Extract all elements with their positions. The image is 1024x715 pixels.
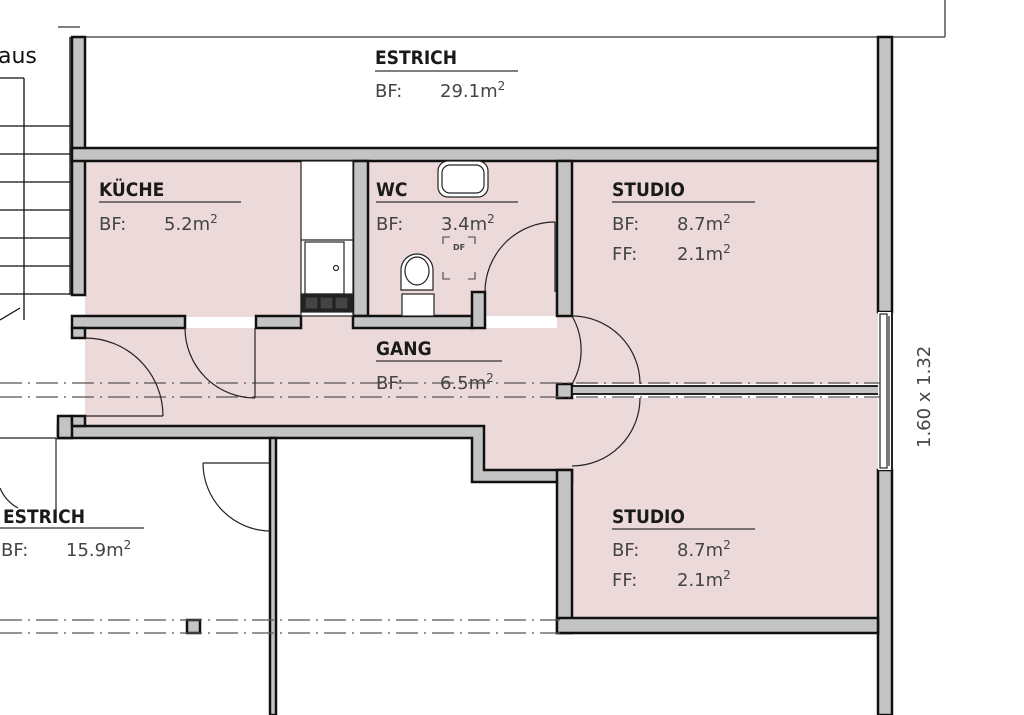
room-ff-value: 2.1m2 xyxy=(677,242,731,265)
room-area-value: 8.7m2 xyxy=(677,538,731,561)
room-name: WC xyxy=(376,179,407,201)
room-area-value: 3.4m2 xyxy=(441,212,495,235)
room-area-key: BF: xyxy=(1,540,28,561)
room-area-key: BF: xyxy=(612,214,639,235)
room-label-estrich-left: ESTRICH BF: 15.9m2 xyxy=(0,506,144,561)
walls xyxy=(56,35,894,715)
room-area-key: BF: xyxy=(376,373,403,394)
room-fills xyxy=(85,161,878,618)
room-name: ESTRICH xyxy=(3,506,85,528)
partial-room-name: aus xyxy=(0,44,37,69)
room-ff-value: 2.1m2 xyxy=(677,568,731,591)
shower-label: DF xyxy=(453,243,465,252)
room-name: KÜCHE xyxy=(99,177,164,201)
room-area-key: BF: xyxy=(612,540,639,561)
axis-lines xyxy=(0,382,880,634)
window-dimension: 1.60 x 1.32 xyxy=(914,346,935,448)
room-label-wc: WC BF: 3.4m2 xyxy=(376,179,518,235)
room-name: GANG xyxy=(376,338,432,360)
room-label-studio-top: STUDIO BF: 8.7m2 FF: 2.1m2 xyxy=(612,179,755,265)
room-area-value: 15.9m2 xyxy=(66,538,131,561)
partial-label: aus xyxy=(0,44,37,69)
room-name: STUDIO xyxy=(612,506,685,528)
room-label-estrich-top: ESTRICH BF: 29.1m2 xyxy=(375,47,518,102)
shower-drain xyxy=(442,236,476,280)
wc-fixtures: DF xyxy=(400,160,489,317)
room-area-value: 5.2m2 xyxy=(164,212,218,235)
room-ff-key: FF: xyxy=(612,570,637,591)
window xyxy=(878,312,893,470)
room-name: STUDIO xyxy=(612,179,685,201)
staircase xyxy=(0,37,71,321)
room-area-value: 29.1m2 xyxy=(440,79,505,102)
room-label-gang: GANG BF: 6.5m2 xyxy=(376,338,502,394)
room-area-value: 8.7m2 xyxy=(677,212,731,235)
room-label-studio-bottom: STUDIO BF: 8.7m2 FF: 2.1m2 xyxy=(612,506,755,591)
room-area-value: 6.5m2 xyxy=(440,371,494,394)
kitchen-fixtures xyxy=(300,160,354,317)
studio-partition xyxy=(571,385,889,395)
room-ff-key: FF: xyxy=(612,244,637,265)
room-label-kueche: KÜCHE BF: 5.2m2 xyxy=(99,177,241,235)
doors xyxy=(0,221,641,532)
roof-outline xyxy=(58,0,946,38)
room-name: ESTRICH xyxy=(375,47,457,69)
room-area-key: BF: xyxy=(99,214,126,235)
room-area-key: BF: xyxy=(375,81,402,102)
room-area-key: BF: xyxy=(376,214,403,235)
